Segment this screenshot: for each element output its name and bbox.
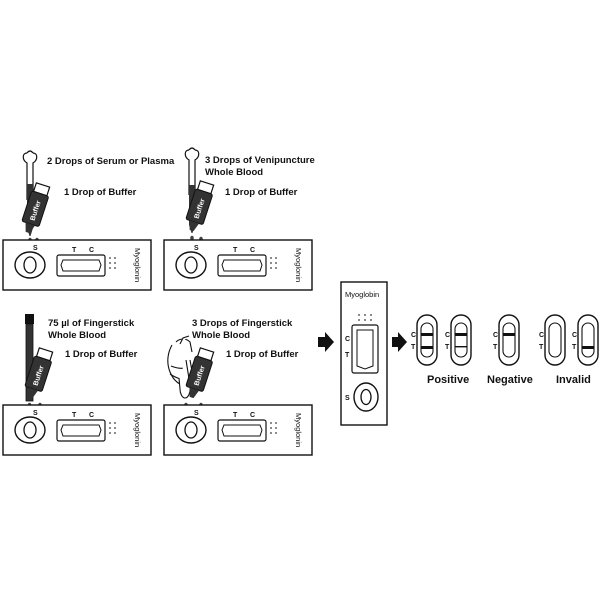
step-fingerstick-capillary: Buffer 75 µl of Fingerstick Whole Blood … — [2, 314, 152, 456]
svg-text:S: S — [345, 395, 350, 402]
sample-label: 3 Drops of Venipuncture Whole Blood — [205, 155, 317, 178]
svg-text:Myoglonin: Myoglonin — [294, 413, 303, 447]
sample-label: 2 Drops of Serum or Plasma — [47, 156, 175, 167]
svg-text:S: S — [33, 410, 38, 417]
sample-label: 75 µl of Fingerstick Whole Blood — [48, 318, 137, 341]
brand-label: Myoglobin — [345, 290, 379, 299]
hand-icon — [167, 335, 194, 399]
result-positive: C T C T Positive — [411, 314, 472, 386]
svg-text:T: T — [539, 344, 544, 351]
svg-text:C: C — [250, 247, 255, 254]
arrow-right-icon — [318, 332, 334, 352]
buffer-label: 1 Drop of Buffer — [225, 187, 298, 198]
svg-text:C: C — [411, 332, 416, 339]
svg-text:Myoglonin: Myoglonin — [133, 248, 142, 282]
result-invalid: C T C T Invalid — [539, 314, 599, 386]
svg-text:C: C — [89, 247, 94, 254]
result-label: Invalid — [556, 374, 591, 386]
svg-text:C: C — [89, 412, 94, 419]
svg-text:T: T — [233, 412, 238, 419]
vertical-test-cassette: Myoglobin C T S — [340, 281, 388, 426]
test-cassette: S T C Myoglonin — [2, 239, 152, 291]
svg-text:S: S — [194, 410, 199, 417]
svg-text:T: T — [72, 412, 77, 419]
svg-text:T: T — [493, 344, 498, 351]
sample-label: 3 Drops of Fingerstick Whole Blood — [192, 318, 295, 341]
svg-text:Myoglonin: Myoglonin — [133, 413, 142, 447]
test-cassette: S T C Myoglonin — [163, 404, 313, 456]
step-serum-plasma: Buffer 2 Drops of Serum or Plasma 1 Drop… — [2, 150, 175, 291]
buffer-label: 1 Drop of Buffer — [226, 349, 299, 360]
step-fingerstick-drops: Buffer 3 Drops of Fingerstick Whole Bloo… — [163, 318, 313, 456]
svg-text:Myoglonin: Myoglonin — [294, 248, 303, 282]
step-venipuncture: Buffer 3 Drops of Venipuncture Whole Blo… — [163, 147, 317, 291]
buffer-label: 1 Drop of Buffer — [65, 349, 138, 360]
result-label: Negative — [487, 374, 533, 386]
svg-text:C: C — [345, 336, 350, 343]
svg-text:T: T — [445, 344, 450, 351]
svg-text:T: T — [411, 344, 416, 351]
svg-text:C: C — [445, 332, 450, 339]
test-cassette: S T C Myoglonin — [163, 239, 313, 291]
svg-text:C: C — [539, 332, 544, 339]
buffer-bottle-icon: Buffer — [182, 179, 217, 234]
arrow-right-icon — [392, 332, 407, 352]
svg-text:C: C — [493, 332, 498, 339]
buffer-bottle-icon: Buffer — [18, 181, 53, 236]
buffer-bottle-icon: Buffer — [21, 346, 56, 401]
svg-text:T: T — [345, 352, 350, 359]
result-label: Positive — [427, 374, 469, 386]
buffer-bottle-icon: Buffer — [182, 346, 217, 401]
result-negative: C T Negative — [487, 314, 533, 386]
svg-text:S: S — [194, 245, 199, 252]
svg-text:S: S — [33, 245, 38, 252]
test-cassette: S T C Myoglonin — [2, 404, 152, 456]
buffer-label: 1 Drop of Buffer — [64, 187, 137, 198]
svg-text:T: T — [233, 247, 238, 254]
svg-text:C: C — [250, 412, 255, 419]
svg-text:T: T — [72, 247, 77, 254]
svg-text:C: C — [572, 332, 577, 339]
svg-text:T: T — [572, 344, 577, 351]
